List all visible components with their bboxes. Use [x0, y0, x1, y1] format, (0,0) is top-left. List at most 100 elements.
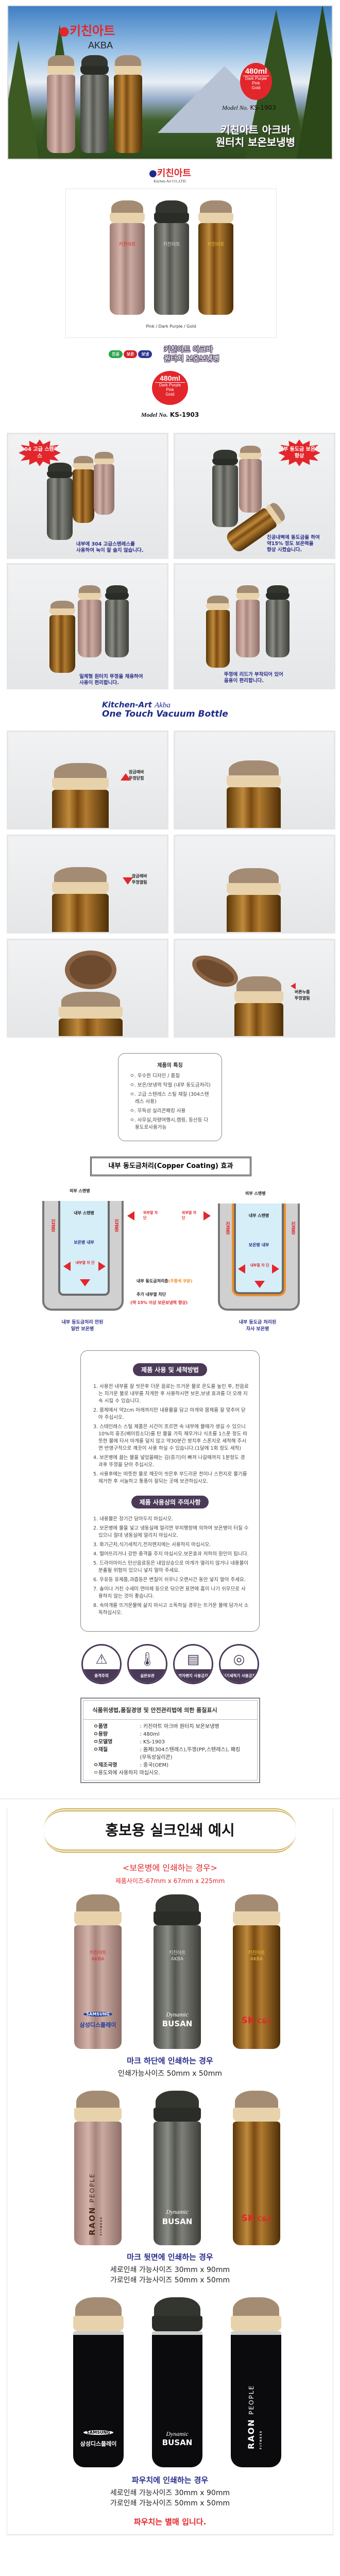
silk-print-banner: 홍보용 실크인쇄 예시: [44, 1808, 296, 1853]
quality-title: 식품위생법,품질경영 및 안전관리법에 의한 품질표시: [83, 1701, 257, 1720]
bottle-cap: [236, 585, 259, 594]
quality-table: ㅇ품명: 키친아트 아크바 원터치 보온보냉병 ㅇ용량: 480ml ㅇ모델명:…: [83, 1720, 257, 1780]
bottle-collar: [47, 65, 75, 75]
bottle-collar: [80, 65, 109, 75]
bottle-collar: [198, 213, 233, 224]
feature-item: ㅇ. 보온/보냉력 탁월 (내부 동도금처리): [130, 1082, 211, 1088]
icon-label: 실온보관: [129, 1669, 166, 1683]
case-title: 마크 하단에 인쇄하는 경우: [127, 2056, 213, 2065]
raon-logo: RAON PEOPLE FITNESS: [246, 2384, 263, 2449]
gray-bottle: [47, 463, 73, 540]
company-logo: ●키친아트 Kitchen-Art CO.,LTD.: [0, 166, 340, 183]
bottle-collar: [233, 1911, 280, 1925]
copper-layer: 내부 스텐병 보온병 내부 내부열 차 단: [232, 1204, 286, 1296]
bottle-cap: [106, 585, 128, 594]
bottle-cap: [155, 2091, 199, 2109]
color-caption: Pink / Dark Purple / Gold: [146, 324, 196, 329]
bottle-collar: [233, 2108, 280, 2122]
bottle-cap: [234, 2091, 279, 2109]
section-title-area: Kitchen-Art Akba One Touch Vacuum Bottle: [0, 701, 340, 721]
usage-title: 제품 사용 및 세척방법: [133, 1363, 207, 1376]
tree-graphic: [8, 40, 39, 159]
bottle-body: [212, 465, 238, 527]
product-title-line: 원터치 보온보냉병: [164, 355, 219, 363]
silk-print-frame: 홍보용 실크인쇄 예시 <보온병에 인쇄하는 경우> 제품사이즈-67mm x …: [7, 1808, 333, 2535]
gold-bottle-front: [227, 760, 281, 828]
right-arrow-icon: [98, 1262, 106, 1271]
quality-label-box: 식품위생법,품질경영 및 안전관리법에 의한 품질표시 ㅇ품명: 키친아트 아크…: [80, 1698, 260, 1783]
section-title-script: Akba: [155, 701, 171, 709]
bottle-collar: [73, 2316, 124, 2331]
bottle-cap: [213, 450, 237, 459]
case-size: 가로인쇄 가능사이즈 50mm x 50mm: [110, 2499, 230, 2507]
bottle-collar: [231, 2316, 281, 2331]
hero-title-line: 원터치 보온보냉병: [215, 136, 296, 148]
inner-heat-label: 내부열 차 단: [75, 1261, 95, 1265]
detail-photo-front-opened: [174, 835, 335, 934]
color-option: Pink: [252, 81, 260, 86]
bottle-collar: [239, 453, 262, 459]
bottle-body: [234, 1003, 283, 1036]
bottle-cap: [73, 456, 94, 464]
product-title-line: 키친아트 아크바: [164, 346, 213, 354]
bottle-cap: [75, 2297, 122, 2318]
bottle-collar: [212, 458, 238, 465]
case-title: 파우치에 인쇄하는 경우: [131, 2476, 209, 2485]
gray-bottle: [105, 585, 129, 657]
gold-bottle-front: [227, 868, 281, 932]
usage-item: 4. 보온병에 끓는 물을 넣었을때는 김(증기)이 빠져 나갈때까지 1분정도…: [93, 1455, 245, 1468]
bottle-body: RAON PEOPLE FITNESS: [74, 2122, 122, 2245]
bottle-body: [78, 600, 101, 657]
bottle-collar: [52, 777, 109, 790]
bottle-body: RAON PEOPLE FITNESS: [231, 2331, 281, 2467]
bottle-body: 키친아트: [110, 223, 145, 315]
warning-icons: ⚠충격주의 🌡실온보관 ▤전자렌지 사용금지 ◎식기세척기 사용금지: [0, 1644, 340, 1685]
section-title-brand: Kitchen-Art: [102, 700, 152, 709]
bottle-body: [94, 464, 114, 515]
tree-graphic: [297, 6, 332, 159]
bottle-collar: [74, 1911, 122, 1925]
bottle-body: [49, 615, 75, 673]
inner-label: 내부 스텐병: [74, 1211, 94, 1215]
vacuum-badge: 진공: [109, 350, 123, 358]
plating-color-label: (주황색 부분): [168, 1279, 193, 1283]
microwave-icon: ▤전자렌지 사용금지: [173, 1644, 213, 1684]
silk-heading: <보온병에 인쇄하는 경우>: [122, 1863, 218, 1873]
bottle-body: [236, 600, 260, 657]
bottle-body: [47, 75, 75, 153]
pink-bottle: 키친아트: [110, 200, 145, 315]
left-arrow-icon: [63, 1262, 71, 1271]
bottle-cap: [154, 2297, 201, 2318]
coated-bottle-diagram: 내부 스텐병 보온병 내부 내부열 차 단 진공층 진공층: [218, 1204, 300, 1311]
bottle-cap: [111, 200, 144, 214]
hero-model: Model No. KS-1903: [222, 104, 276, 112]
model-number-line: Model No. KS-1903: [0, 411, 340, 419]
detail-photo-lid-open-top: [7, 939, 168, 1038]
open-lid: [65, 951, 116, 989]
sk-logo: SK C&C: [241, 2015, 272, 2026]
caution-item: 2. 보온병에 물을 넣고 냉동실에 얼리면 부피팽창에 의하여 보온병이 터질…: [93, 1526, 249, 1538]
gray-bottle: [266, 585, 290, 657]
dishwasher-icon: ◎식기세척기 사용금지: [219, 1644, 259, 1684]
bottle-cap: [234, 1894, 279, 1913]
bottle-cap: [266, 585, 289, 594]
outer-heat-label: 외부열 차 단: [182, 1211, 197, 1220]
usage-item: 1. 사용전 내부를 잘 씻은후 더운 음료는 뜨거운 물로 온도를 높인 후,…: [93, 1384, 249, 1404]
pouch-note: 파우치는 별매 입니다.: [133, 2517, 207, 2527]
copper-diagram: 외부 스텐병 외부 스텐병 내부 스텐병 보온병 내부 내부열 차 단 진공층 …: [0, 1185, 340, 1335]
plain-bottle-diagram: 내부 스텐병 보온병 내부 내부열 차 단 진공층 진공층: [42, 1201, 124, 1311]
model-number: KS-1903: [250, 104, 276, 111]
bottle-body: 키친아트: [154, 223, 189, 315]
case-size: 인쇄가능사이즈 50mm x 50mm: [118, 2070, 222, 2078]
